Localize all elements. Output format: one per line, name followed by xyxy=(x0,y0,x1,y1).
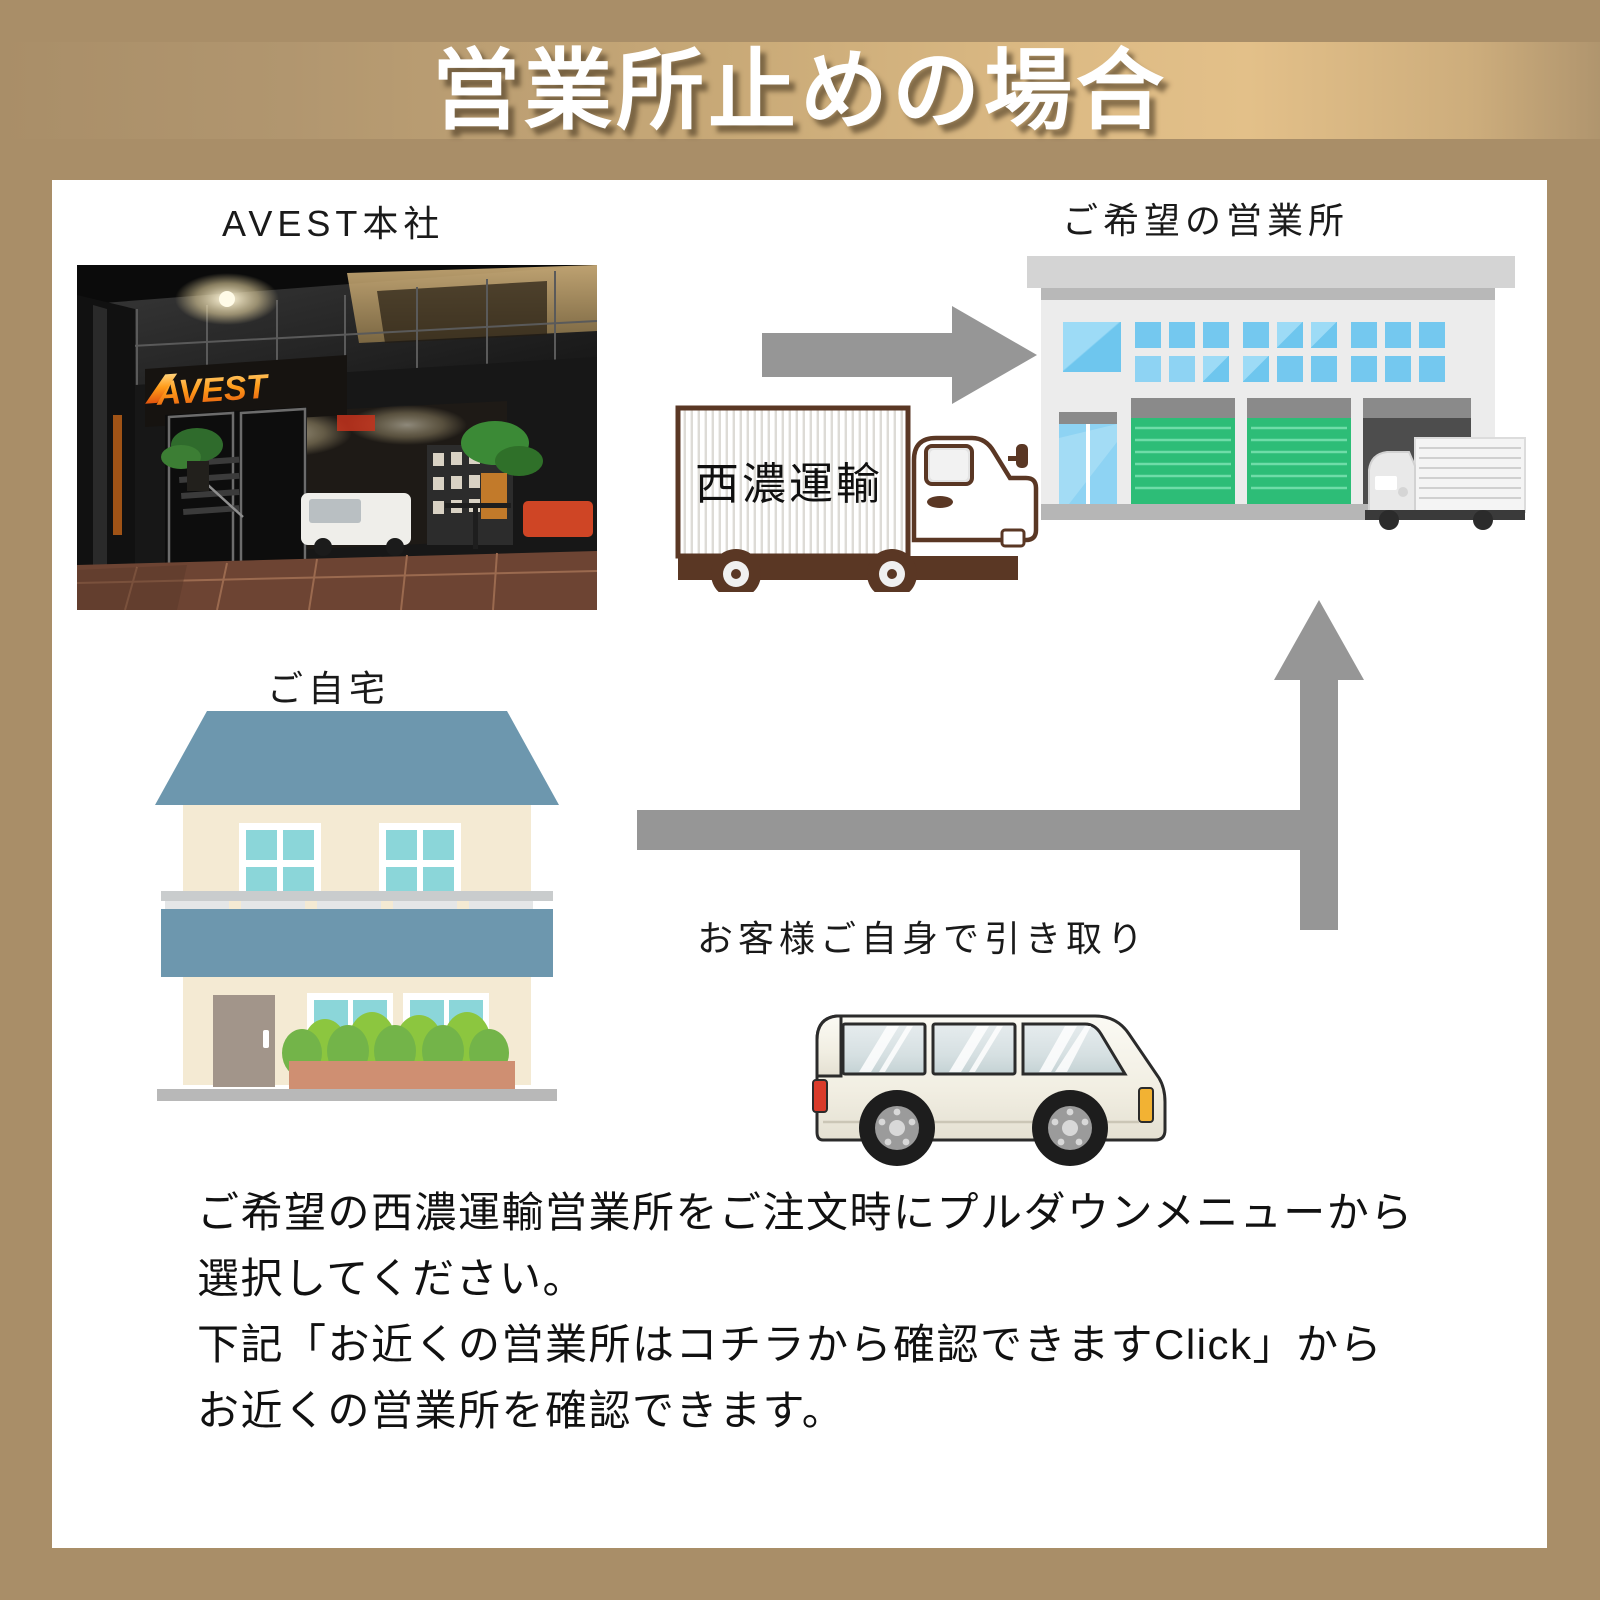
interior-van xyxy=(301,493,411,556)
truck-carrier-name: 西濃運輸 xyxy=(695,460,883,509)
depot-window-row-top xyxy=(1063,322,1445,372)
instruction-note: ご希望の西濃運輸営業所をご注文時にプルダウンメニューから 選択してください。 下… xyxy=(197,1180,1497,1444)
shipping-arrow-right xyxy=(762,306,1037,404)
plant-left xyxy=(161,428,223,491)
depot-building-illustration xyxy=(1027,256,1526,530)
depot-window-row-bottom xyxy=(1135,356,1445,382)
house-planter xyxy=(289,1061,515,1089)
depot-shutter-1 xyxy=(1131,398,1235,504)
note-line-4: お近くの営業所を確認できます。 xyxy=(197,1387,846,1434)
house-balcony-rail xyxy=(161,891,553,909)
depot-parked-truck xyxy=(1365,437,1526,530)
note-line-2: 選択してください。 xyxy=(197,1255,586,1302)
depot-shutter-2 xyxy=(1247,398,1351,504)
content-card: AVEST本社 xyxy=(52,180,1547,1548)
plant-right xyxy=(461,421,543,519)
note-line-3: 下記「お近くの営業所はコチラから確認できますClick」から xyxy=(197,1321,1383,1368)
depot-entrance-door xyxy=(1059,412,1117,504)
house-illustration xyxy=(155,711,559,1101)
self-pickup-arrow-up xyxy=(637,600,1364,930)
header-band xyxy=(0,42,1600,139)
house-front-door xyxy=(213,995,275,1087)
house-roof xyxy=(155,711,559,805)
house-ground xyxy=(157,1089,557,1101)
headquarters-label: AVEST本社 xyxy=(222,203,445,244)
van-wheel-front xyxy=(1032,1090,1108,1166)
pickup-label: お客様ご自身で引き取り xyxy=(697,918,1149,959)
depot-label: ご希望の営業所 xyxy=(1062,200,1350,241)
home-label: ご自宅 xyxy=(267,668,391,709)
avest-headquarters-photo: AVEST xyxy=(77,265,597,610)
van-wheel-rear xyxy=(859,1090,935,1166)
page-title: 営業所止めの場合 xyxy=(431,41,1168,140)
note-line-1: ご希望の西濃運輸営業所をご注文時にプルダウンメニューから xyxy=(197,1189,1414,1236)
seino-delivery-truck xyxy=(675,405,1039,592)
headquarters-night-photo-art: AVEST xyxy=(77,265,597,610)
house-balcony-panel xyxy=(161,909,553,977)
house-upper-windows xyxy=(239,823,461,901)
customer-van-illustration xyxy=(812,1014,1167,1166)
